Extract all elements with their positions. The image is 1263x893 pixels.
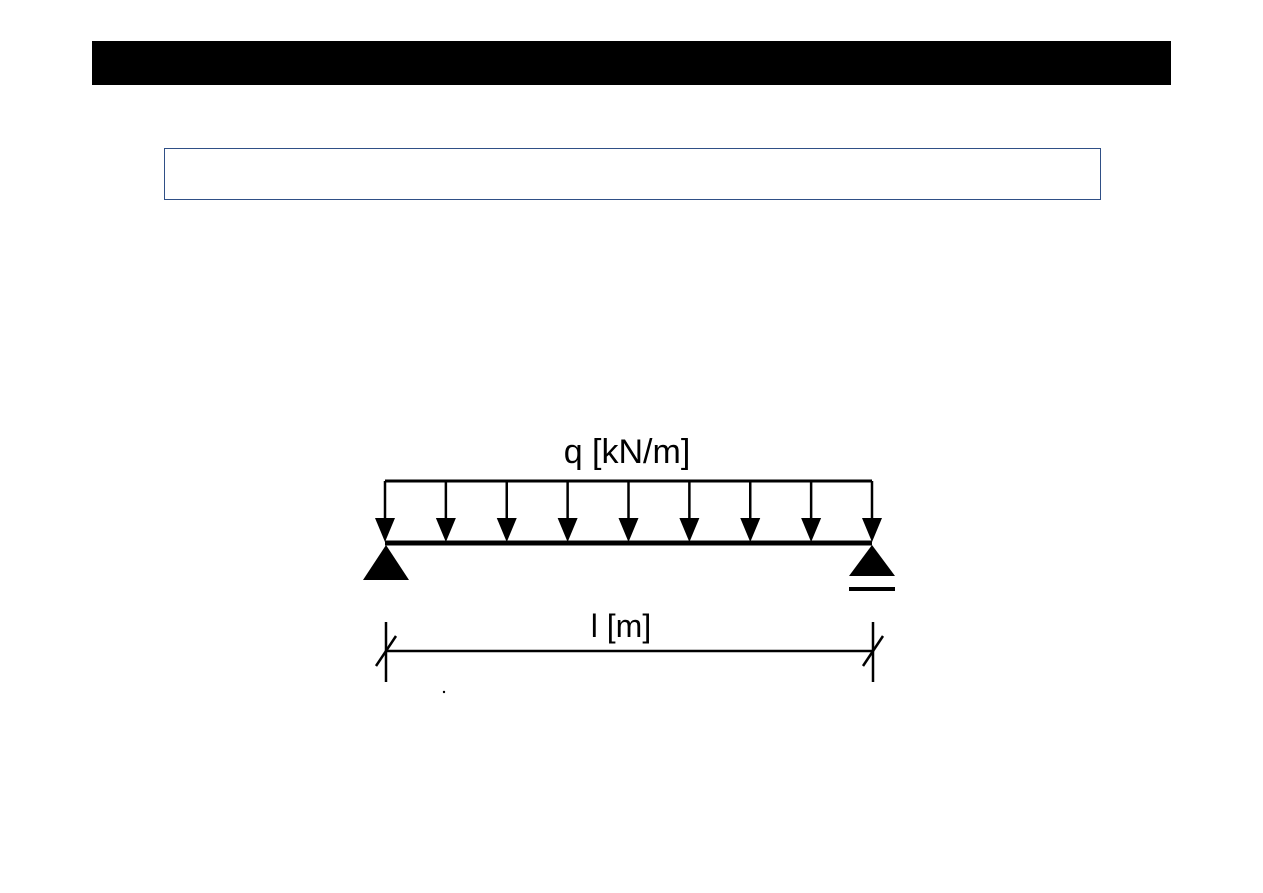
load-arrow [435,481,456,542]
load-arrow [862,481,882,542]
load-arrows [375,481,882,542]
pin-support-icon [363,545,409,580]
load-arrow [618,481,639,542]
span-label: l [m] [591,608,651,644]
header-bar [92,41,1171,85]
title-box [164,148,1101,200]
load-arrow [557,481,578,542]
span-dimension-line [374,622,885,682]
roller-support-icon [849,545,895,591]
scan-speck [442,690,446,694]
load-arrow [801,481,822,542]
load-label: q [kN/m] [564,433,691,471]
load-arrow [679,481,700,542]
load-arrow [375,481,395,542]
load-arrow [740,481,761,542]
load-arrow [496,481,517,542]
